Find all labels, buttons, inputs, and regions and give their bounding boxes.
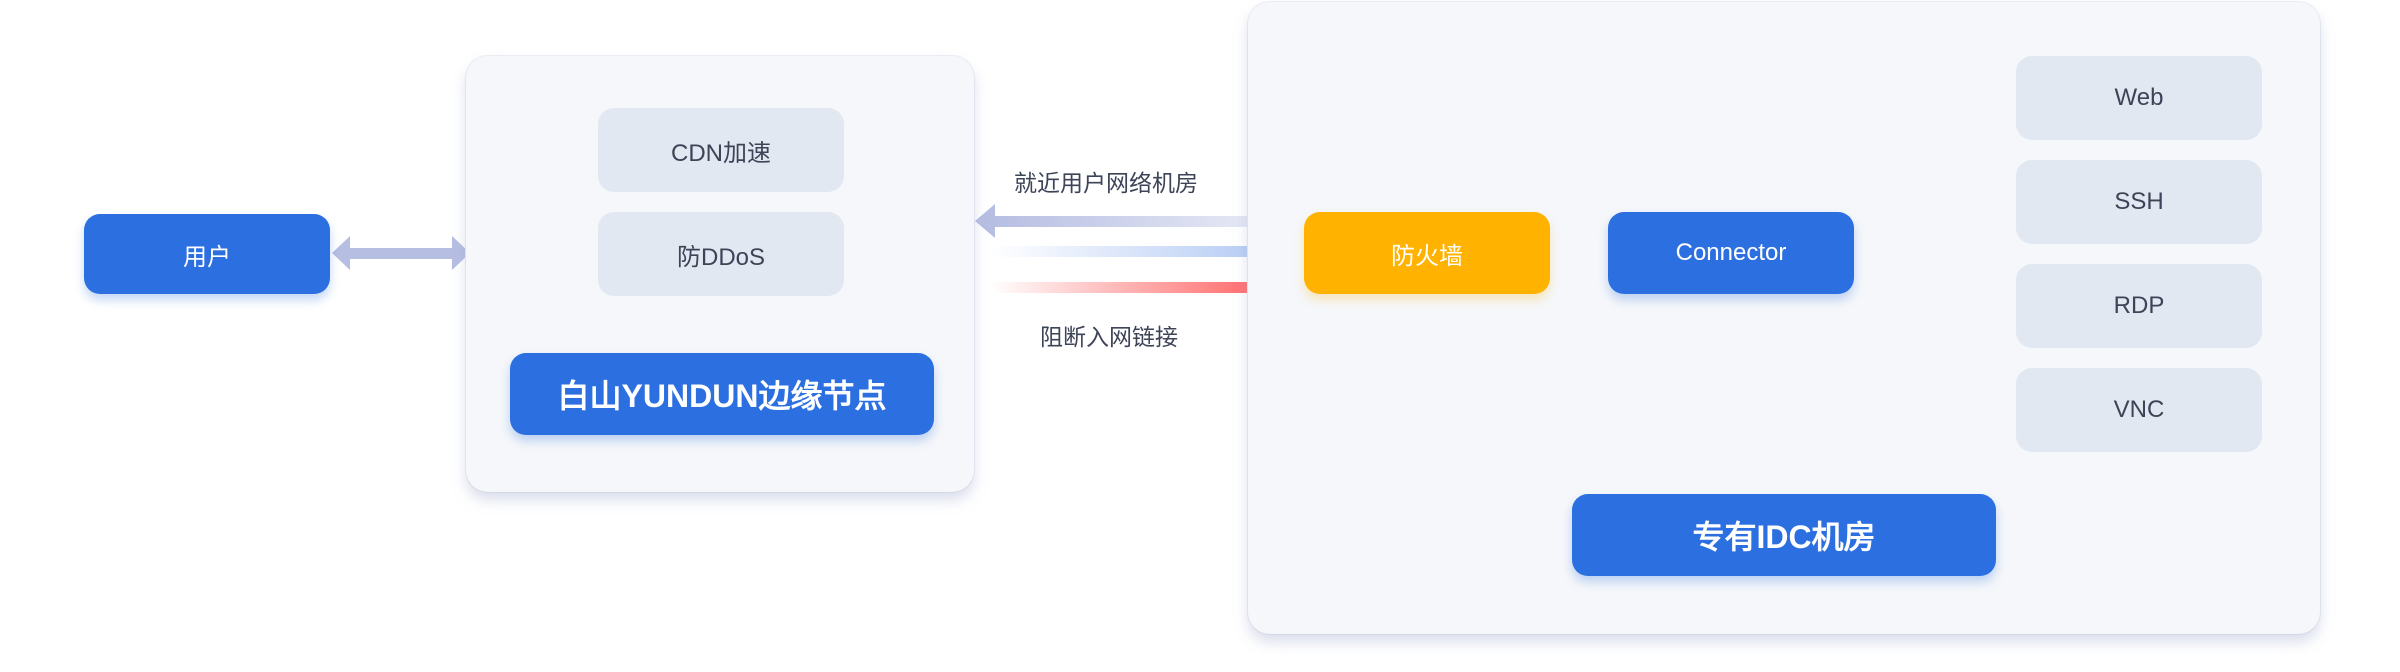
user-node[interactable]: 用户: [84, 214, 330, 294]
service-vnc[interactable]: VNC: [2016, 368, 2262, 452]
service-rdp[interactable]: RDP: [2016, 264, 2262, 348]
cdn-service[interactable]: CDN加速: [598, 108, 844, 192]
idc-title-label: 专有IDC机房: [1692, 519, 1876, 555]
service-ssh[interactable]: SSH: [2016, 160, 2262, 244]
edge-node-title[interactable]: 白山YUNDUN边缘节点: [510, 353, 934, 435]
connector-node[interactable]: Connector: [1608, 212, 1854, 294]
ddos-service[interactable]: 防DDoS: [598, 212, 844, 296]
idc-title[interactable]: 专有IDC机房: [1572, 494, 1996, 576]
nearby-return-arrow: [975, 204, 1300, 238]
service-rdp-label: RDP: [2113, 292, 2165, 319]
service-ssh-label: SSH: [2114, 188, 2164, 215]
connector-label: Connector: [1675, 239, 1787, 266]
firewall-node[interactable]: 防火墙: [1304, 212, 1550, 294]
cdn-service-label: CDN加速: [671, 139, 771, 167]
ddos-service-label: 防DDoS: [676, 243, 766, 271]
user-label: 用户: [183, 243, 231, 271]
service-web[interactable]: Web: [2016, 56, 2262, 140]
user-edge-arrow: [332, 236, 470, 270]
tunnel-line: [990, 246, 1310, 257]
firewall-label: 防火墙: [1391, 242, 1463, 270]
block-label: 阻断入网链接: [1040, 324, 1178, 350]
edge-node-title-label: 白山YUNDUN边缘节点: [557, 378, 887, 414]
nearby-label: 就近用户网络机房: [1014, 170, 1198, 196]
service-vnc-label: VNC: [2113, 396, 2165, 423]
service-web-label: Web: [2114, 84, 2164, 111]
